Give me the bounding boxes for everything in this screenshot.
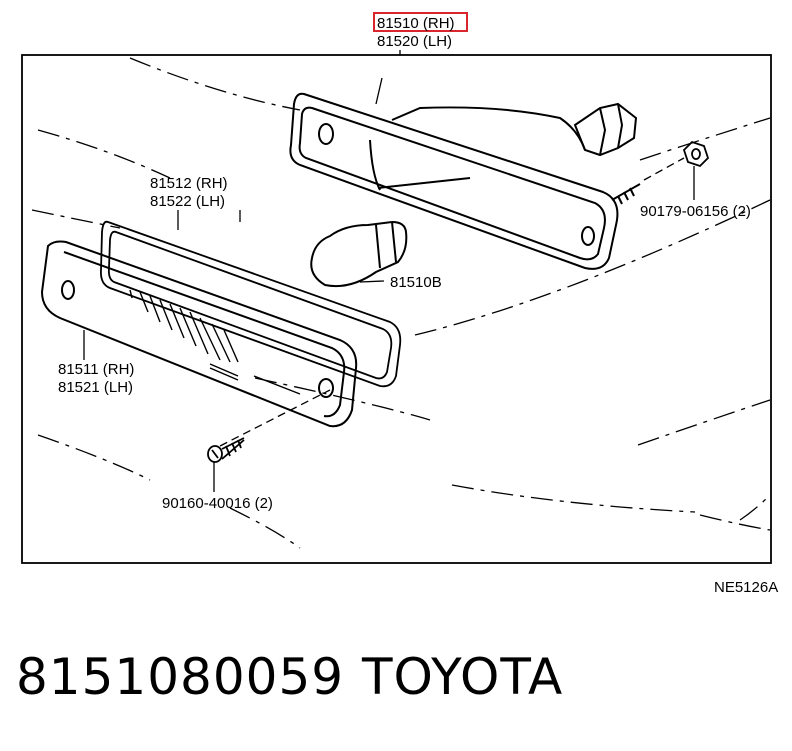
label-lamp-lh: 81520 (LH) — [377, 33, 452, 50]
lamp-assembly — [289, 92, 641, 270]
bulb — [310, 220, 408, 288]
leader-lines — [83, 50, 695, 492]
label-lamp-rh: 81510 (RH) — [377, 15, 455, 32]
highlight-box — [373, 12, 468, 32]
brand-name: TOYOTA — [362, 648, 564, 706]
lens — [40, 240, 358, 428]
assembly-lines — [219, 157, 685, 447]
label-lens-rh: 81511 (RH) — [58, 361, 134, 378]
label-figure-code: NE5126A — [714, 579, 778, 596]
label-gasket-lh: 81522 (LH) — [150, 193, 225, 210]
label-gasket-rh: 81512 (RH) — [150, 175, 228, 192]
nut — [682, 140, 710, 168]
body-contour-lines — [31, 57, 771, 549]
label-screw: 90160-40016 (2) — [162, 495, 273, 512]
label-lens-lh: 81521 (LH) — [58, 379, 133, 396]
screw — [207, 437, 245, 463]
gasket — [100, 220, 402, 388]
label-nut: 90179-06156 (2) — [640, 203, 751, 220]
diagram-frame — [21, 54, 772, 564]
label-bulb: 81510B — [390, 274, 442, 291]
part-number: 8151080059 — [16, 648, 345, 706]
